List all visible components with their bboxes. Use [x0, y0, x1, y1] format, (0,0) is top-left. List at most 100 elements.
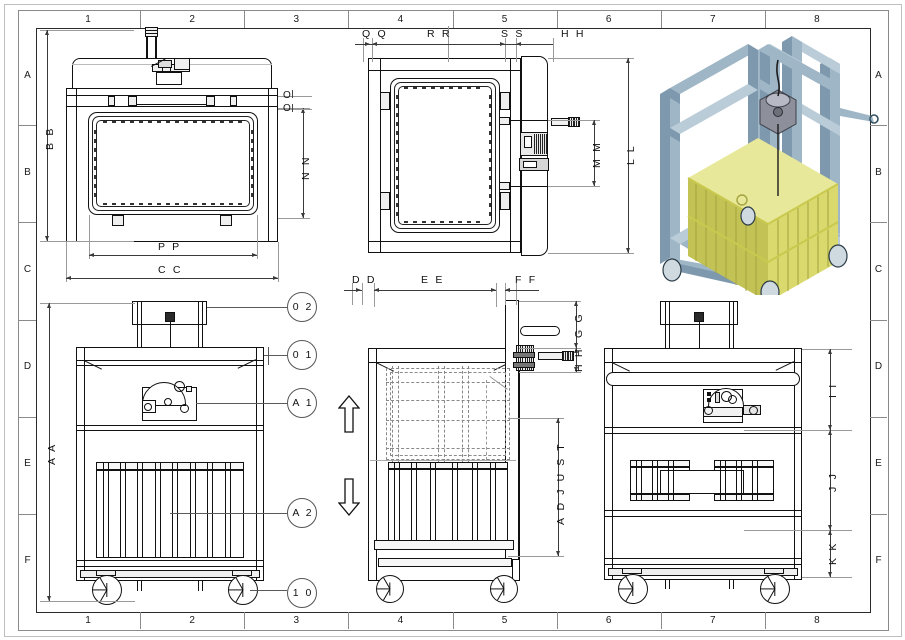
crate-rib — [476, 221, 480, 223]
gear-tooth — [534, 134, 535, 154]
crate-rib — [193, 121, 197, 123]
crate-bar — [103, 462, 105, 558]
ghost-bar — [444, 366, 446, 462]
crate-rib — [94, 175, 96, 179]
caster-spoke — [235, 589, 244, 603]
balloon-A2[interactable]: A 2 — [287, 498, 317, 528]
view-isometric-3d-model — [652, 20, 888, 304]
crate-rib — [94, 166, 96, 170]
zone-frame — [18, 10, 889, 631]
caster-spoke — [619, 588, 633, 590]
crate-rib — [489, 140, 491, 144]
crate-rib — [94, 148, 96, 152]
zone-row-C: C — [874, 263, 883, 275]
crate-bar — [190, 462, 192, 558]
crate-bar — [416, 462, 418, 542]
balloon-01[interactable]: 0 1 — [287, 340, 317, 370]
crate-rib — [413, 87, 417, 89]
caster-spoke — [229, 589, 243, 591]
dim-label-DD: D D — [352, 274, 377, 286]
crate-rib — [175, 203, 179, 205]
zone-row-E: E — [24, 458, 31, 470]
ghost-rail — [386, 382, 510, 384]
crate-rib — [396, 140, 398, 144]
gear-tooth — [542, 134, 543, 154]
grip-rib — [572, 118, 574, 126]
crate-rib — [489, 113, 491, 117]
crate-rib — [94, 157, 96, 161]
crate-rib — [489, 95, 491, 99]
zone-column-1: 1 — [85, 14, 91, 25]
crate-bar — [125, 462, 127, 558]
zone-divider — [870, 513, 887, 515]
crate-bar — [652, 460, 654, 501]
crate-bar — [736, 460, 738, 501]
arrow-up-icon — [337, 394, 361, 433]
crate-bar — [142, 462, 144, 558]
crate-bar — [725, 460, 727, 501]
zone-column-5: 5 — [501, 615, 508, 626]
caster-spoke — [625, 576, 634, 590]
crate-bar — [752, 460, 754, 501]
zone-row-B: B — [875, 166, 882, 178]
caster-wheel — [618, 574, 648, 604]
balloon-10[interactable]: 1 0 — [287, 578, 317, 608]
caster-wheel — [376, 575, 404, 603]
crate-rib — [396, 95, 398, 99]
crate-rib — [467, 87, 471, 89]
zone-divider — [870, 222, 887, 224]
ghost-edge — [486, 380, 488, 460]
zone-column-5: 5 — [501, 14, 508, 25]
crate-rib — [94, 184, 96, 188]
caster-spoke — [93, 589, 107, 591]
crate-rib — [193, 203, 197, 205]
dim-label-II: I I — [827, 382, 839, 398]
zone-divider — [348, 11, 350, 28]
crate-rib — [238, 203, 242, 205]
crate-rib — [220, 203, 224, 205]
crate-bar — [477, 462, 479, 542]
crate-rib — [396, 176, 398, 180]
crate-rib — [449, 221, 453, 223]
balloon-02[interactable]: 0 2 — [287, 292, 317, 322]
zone-row-B: B — [24, 166, 31, 178]
zone-divider — [19, 222, 36, 224]
crate-bar — [160, 462, 162, 558]
crate-rib — [404, 87, 408, 89]
zone-column-8: 8 — [814, 615, 820, 626]
zone-divider — [19, 125, 36, 127]
ghost-bar — [462, 366, 464, 462]
crate-rib — [251, 184, 253, 188]
crate-bar — [195, 462, 197, 558]
crate-rib — [396, 185, 398, 189]
crate-rib — [157, 121, 161, 123]
crate-bar — [457, 462, 459, 542]
crate-bar — [172, 462, 174, 558]
zone-divider — [19, 319, 36, 321]
crate-rib — [489, 212, 491, 216]
grip-rib — [568, 352, 570, 360]
crate-rib — [396, 167, 398, 171]
balloon-A1[interactable]: A 1 — [287, 388, 317, 418]
crate-rib — [229, 203, 233, 205]
dim-label-MM: M M — [591, 140, 603, 168]
zone-column-2: 2 — [189, 14, 195, 25]
caster-spoke — [625, 588, 634, 602]
gear-tooth — [538, 134, 539, 154]
crate-rib — [489, 158, 491, 162]
crate-rib — [489, 203, 491, 207]
ghost-bar — [438, 366, 440, 462]
ghost-crate-outline — [390, 372, 506, 456]
dim-label-QQ: Q Q — [362, 28, 388, 40]
ghost-base — [370, 460, 516, 462]
crate-bar — [720, 460, 722, 501]
zone-row-C: C — [23, 263, 32, 275]
crate-rib — [489, 167, 491, 171]
grip-rib — [566, 352, 568, 360]
crate-rib — [458, 87, 462, 89]
crate-bar — [155, 462, 157, 558]
dim-label-KK: K K — [827, 541, 839, 565]
crate-rib — [251, 166, 253, 170]
gear-tooth — [526, 346, 528, 370]
